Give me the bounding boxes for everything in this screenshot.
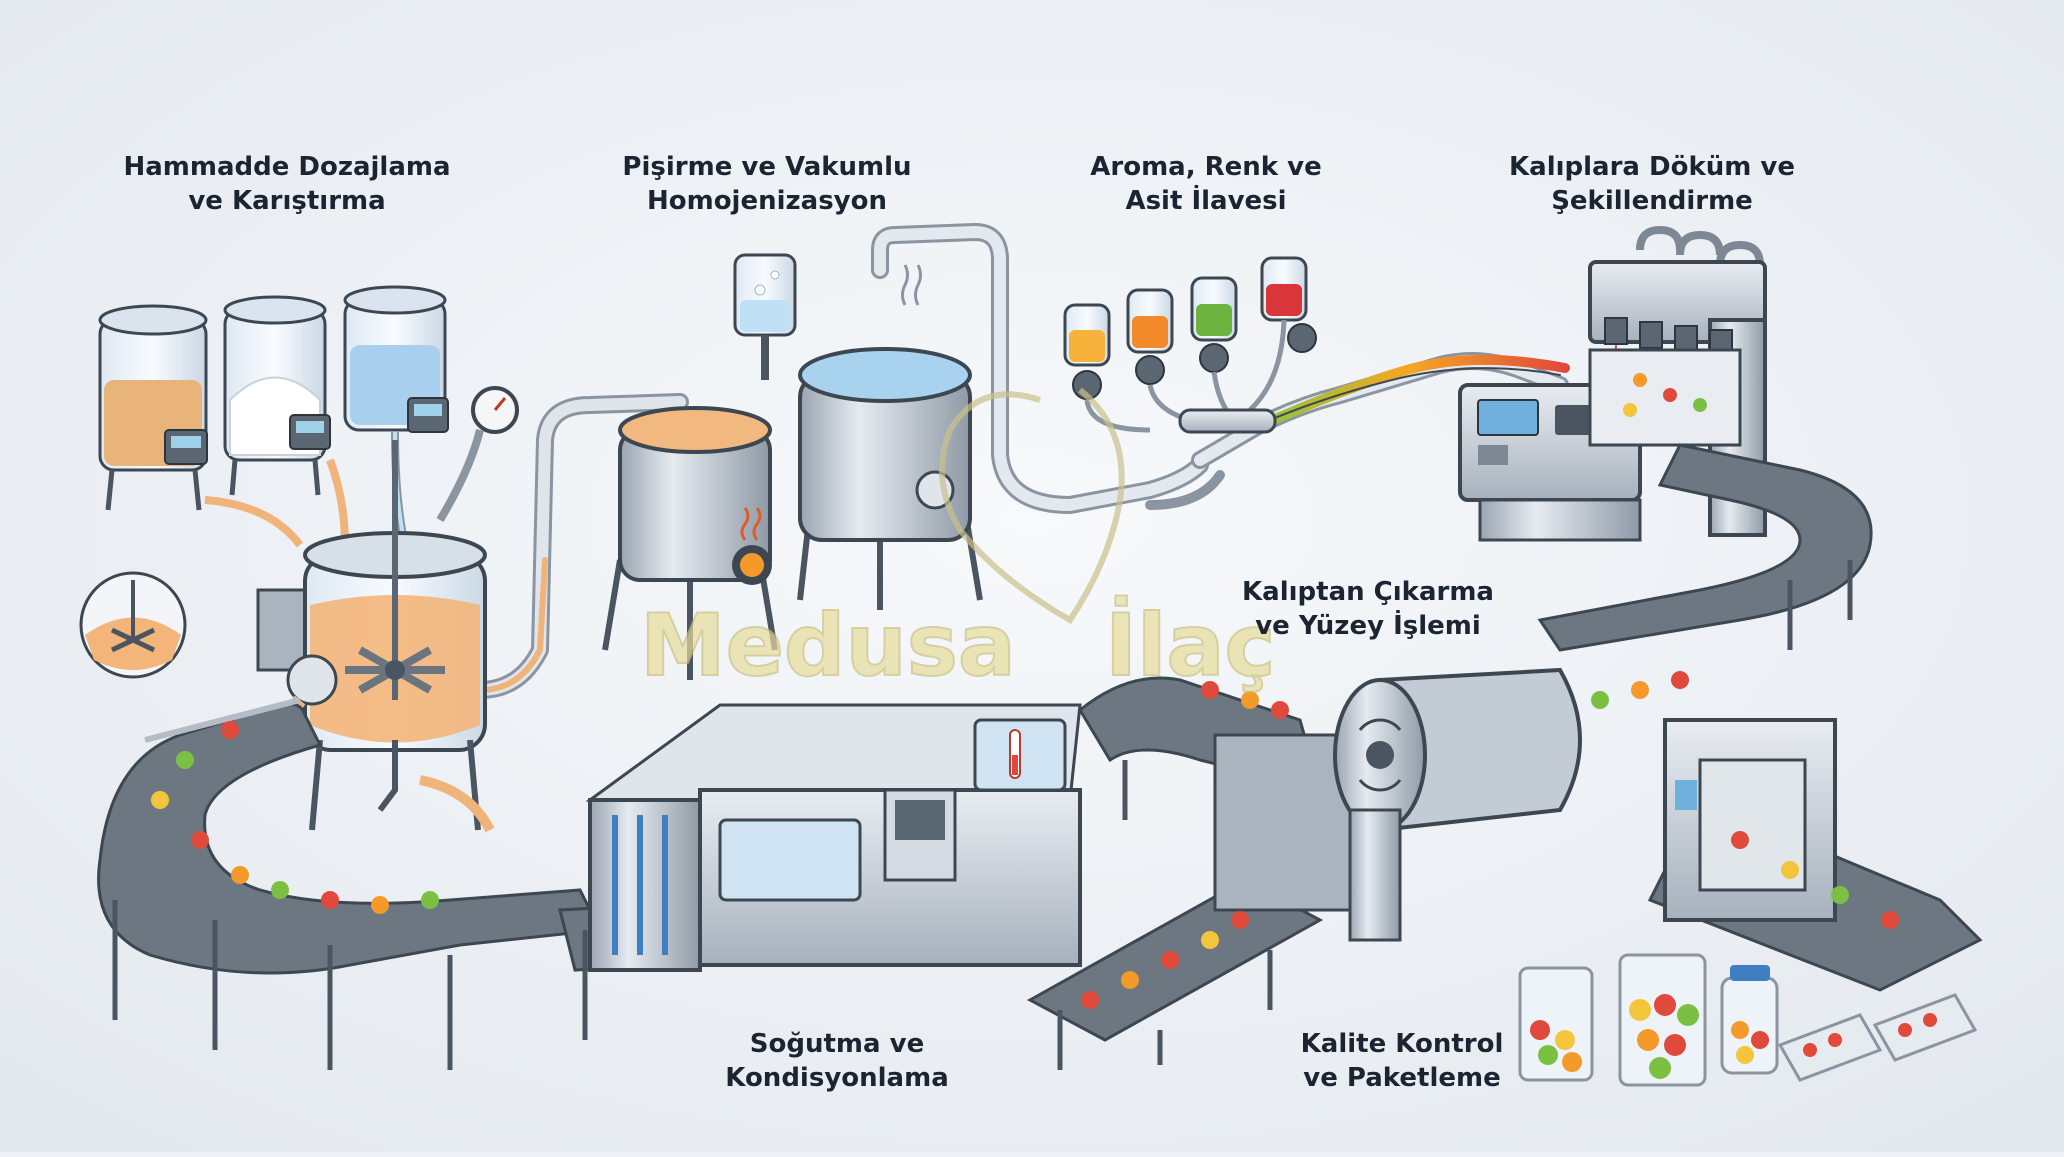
blister-pack-2 [1872, 993, 1978, 1062]
doser-orange [1063, 303, 1151, 433]
doser-red [1248, 256, 1317, 412]
label-quality-packaging-line1: Kalite Kontrol [1300, 1029, 1504, 1059]
label-raw-material-dosing: Hammadde Dozajlama ve Karıştırma [123, 150, 450, 218]
label-mold-depositing-line1: Kalıplara Döküm ve [1509, 152, 1795, 182]
label-flavor-color-acid-line2: Asit İlavesi [1125, 186, 1287, 216]
gummy-pouch-small [1518, 966, 1594, 1082]
blister-pack-1 [1777, 1013, 1883, 1082]
watermark-logo: Medusa İlaç [639, 387, 1277, 697]
label-flavor-color-acid: Aroma, Renk ve Asit İlavesi [1090, 150, 1321, 218]
quality-control-station [1663, 718, 1837, 922]
label-cooling-conditioning: Soğutma ve Kondisyonlama [725, 1027, 948, 1095]
packaged-products [1518, 953, 1978, 1087]
label-mold-depositing: Kalıplara Döküm ve Şekillendirme [1509, 150, 1795, 218]
pressure-gauge-icon [436, 386, 519, 523]
label-raw-material-dosing-line1: Hammadde Dozajlama [123, 152, 451, 182]
hopper-sugar [98, 304, 208, 511]
label-demolding-surface-line2: ve Yüzey İşlemi [1255, 611, 1481, 641]
gummies [151, 373, 1899, 1009]
gummy-pouch-large [1618, 953, 1707, 1087]
label-quality-packaging-line2: ve Paketleme [1303, 1063, 1501, 1093]
label-cooking-homogenization-line2: Homojenizasyon [646, 186, 888, 216]
label-cooking-homogenization-line1: Pişirme ve Vakumlu [622, 152, 912, 182]
watermark-text-right: İlaç [1105, 595, 1276, 696]
cooling-tunnel [585, 703, 1082, 972]
label-quality-packaging: Kalite Kontrol ve Paketleme [1301, 1027, 1504, 1095]
label-cooling-conditioning-line2: Kondisyonlama [725, 1063, 949, 1093]
doser-amber [1126, 288, 1191, 423]
cooking-kettle [602, 406, 778, 680]
label-cooking-homogenization: Pişirme ve Vakumlu Homojenizasyon [622, 150, 911, 218]
label-demolding-surface-line1: Kalıptan Çıkarma [1242, 577, 1494, 607]
label-raw-material-dosing-line2: ve Karıştırma [188, 186, 386, 216]
flavor-color-acid-dosers [1063, 256, 1317, 434]
gummy-jar [1720, 965, 1779, 1075]
hopper-water [343, 285, 449, 433]
label-demolding-surface: Kalıptan Çıkarma ve Yüzey İşlemi [1242, 575, 1494, 643]
label-cooling-conditioning-line1: Soğutma ve [749, 1029, 925, 1059]
watermark-text-left: Medusa [640, 596, 1016, 696]
conveyor-mixing [97, 702, 603, 975]
hopper-starch [223, 295, 331, 496]
label-flavor-color-acid-line1: Aroma, Renk ve [1090, 152, 1322, 182]
mixing-tank [249, 440, 495, 833]
mixer-detail-inset [79, 571, 187, 679]
pipe-network [471, 223, 1570, 699]
raw-material-hoppers [98, 285, 519, 548]
label-mold-depositing-line2: Şekillendirme [1551, 186, 1753, 216]
demolding-drum [1213, 667, 1582, 942]
